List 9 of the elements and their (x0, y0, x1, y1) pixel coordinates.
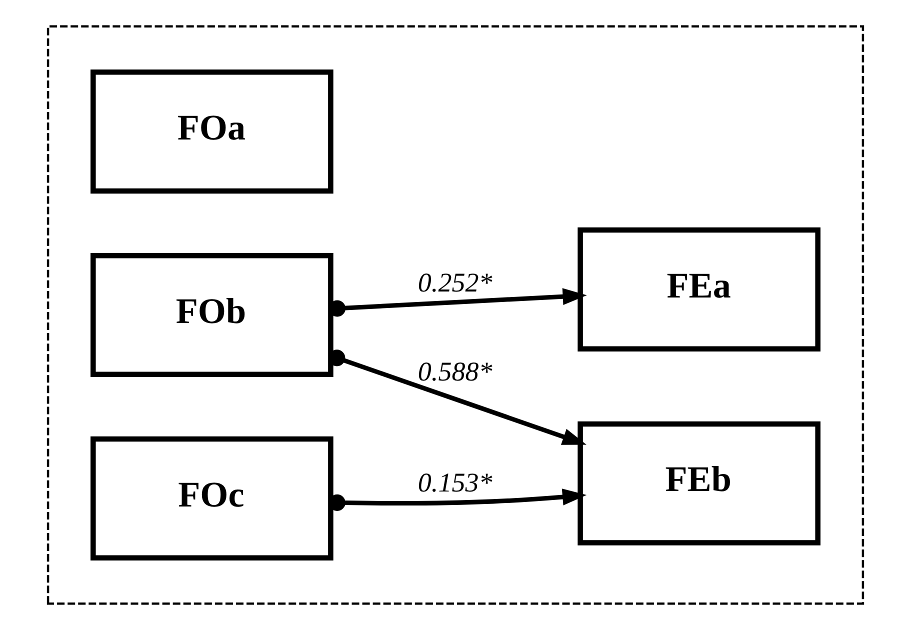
cluster (46, 25, 864, 605)
node-box: FEa (577, 227, 820, 352)
node-box: FOa (90, 70, 333, 194)
edge-label: 0.588* (417, 356, 492, 386)
edge-label: 0.252* (417, 268, 492, 298)
node-box: FEb (577, 421, 820, 546)
edge-label: 0.153* (417, 468, 492, 498)
node-box: FOc (90, 436, 333, 560)
node-box: FOb (90, 252, 333, 378)
